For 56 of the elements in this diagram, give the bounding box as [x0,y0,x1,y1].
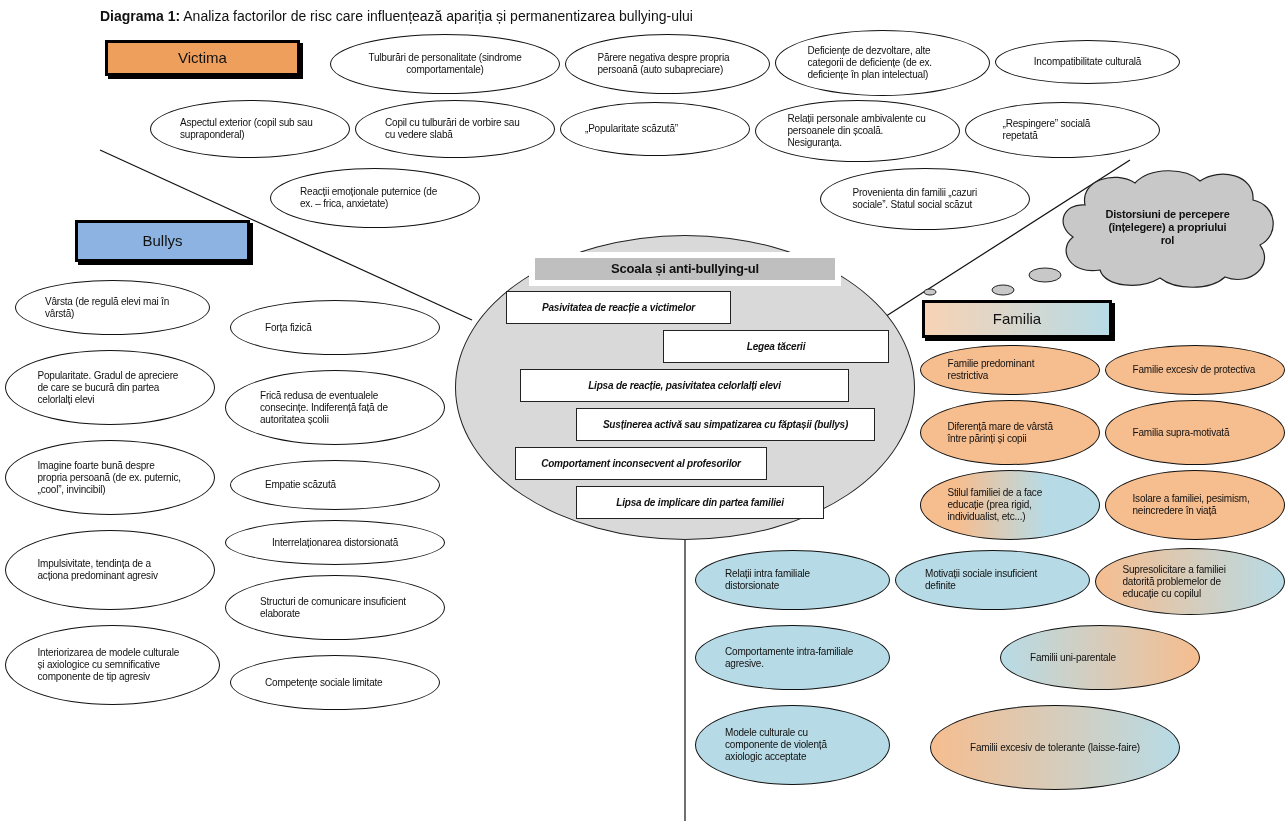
factor-text: Empatie scăzută [265,479,337,491]
factor-text: Legea tăcerii [746,340,806,353]
category-header [105,40,300,76]
factor-text: Supresolicitare a familiei datorită problemelor de educație cu copilul [1122,563,1227,600]
factor-text: Tulburări de personalitate (sindrome comportamentale) [367,52,523,76]
factor-text: Lipsa de reacție, pasivitatea celorlalți elevi [588,379,781,392]
factor-box [576,486,824,519]
category-title: Victima [178,49,227,67]
factor-text: Imagine foarte bună despre propria persoană (de ex. puternic, „cool”, invincibil) [37,459,182,496]
factor-text: Aspectul exterior (copil sub sau supraponderal) [180,117,314,141]
factor-text: Comportamente intra-familiale agresive. [725,645,855,670]
category-header [922,300,1112,338]
category-title: Familia [992,310,1042,328]
factor-text: Susținerea activă sau simpatizarea cu făptașii (bullys) [602,418,849,431]
factor-text: Copil cu tulburări de vorbire sau cu vedere slabă [385,117,521,141]
factor-text: Forța fizică [265,321,313,334]
factor-text: Stilul familiei de a face educație (prea rigid, individualist, etc...) [947,487,1043,523]
factor-box [506,291,731,324]
factor-box [576,408,875,441]
factor-text: Motivații sociale insuficient definite [925,568,1039,592]
factor-text: Familii excesiv de tolerante (laisse-faire) [970,741,1140,754]
factor-box [515,447,767,480]
factor-text: Interiorizarea de modele culturale și axiologice cu semnificative componente de tip agresiv [37,647,181,683]
factor-text: Reacții emoționale puternice (de ex. – frica, anxietate) [300,186,438,210]
factor-text: Vârsta (de regulă elevi mai în vârstă) [45,295,171,320]
factor-text: Comportament inconsecvent al profesorilor [541,457,741,470]
factor-text: Impulsivitate, tendința de a acționa predominant agresiv [37,558,159,582]
diagram-title: Diagrama 1: Analiza factorilor de risc care influențează apariția și permanentizarea bullying-ului [100,8,693,24]
factor-text: Frică redusa de eventualele consecințe. Indiferență față de autoritatea școlii [260,389,389,426]
factor-box [520,369,849,402]
factor-text: Familie excesiv de protectiva [1132,364,1257,376]
factor-text: Părere negativa despre propria persoană (auto subapreciare) [597,52,731,76]
factor-box [663,330,889,363]
factor-text: Diferență mare de vârstă între părinți și copii [947,420,1054,445]
factor-text: Pasivitatea de reacție a victimelor [541,301,696,314]
category-title: Bullys [142,232,183,250]
factor-text: Structuri de comunicare insuficient elaborate [260,595,407,620]
factor-text: Relații intra familiale distorsionate [725,568,811,592]
factor-text: Popularitate. Gradul de apreciere de care se bucură din partea celorlalți elevi [37,369,180,406]
factor-text: Modele culturale cu componente de violență axiologic acceptate [725,727,828,763]
factor-ellipse [1105,345,1285,395]
factor-text: Isolare a familiei, pesimism, neincredere în viață [1132,493,1251,517]
factor-text: „Respingere” socială repetată [1002,118,1092,142]
factor-text: Distorsiuni de percepere (înțelegere) a propriului rol [1104,207,1231,248]
factor-text: Lipsa de implicare din partea familiei [616,496,784,509]
factor-text: Familia supra-motivată [1132,426,1231,439]
factor-text: „Popularitate scăzută” [585,123,679,135]
category-header [75,220,250,262]
factor-text: Deficiențe de dezvoltare, alte categorii de deficiențe (de ex. deficiențe în plan intelectual) [807,45,933,81]
factor-text: Incompatibilitate culturală [1032,56,1143,68]
factor-text: Provenienta din familii „cazuri sociale”. Statul social scăzut [852,187,978,211]
factor-text: Relații personale ambivalente cu persoanele din școală. Nesiguranța. [787,113,927,149]
factor-text: Interrelaționarea distorsionată [270,536,400,549]
factor-text: Familii uni-parentale [1030,651,1117,664]
factor-text: Familie predominant restrictiva [947,358,1036,382]
factor-text: Competențe sociale limitate [265,676,384,689]
